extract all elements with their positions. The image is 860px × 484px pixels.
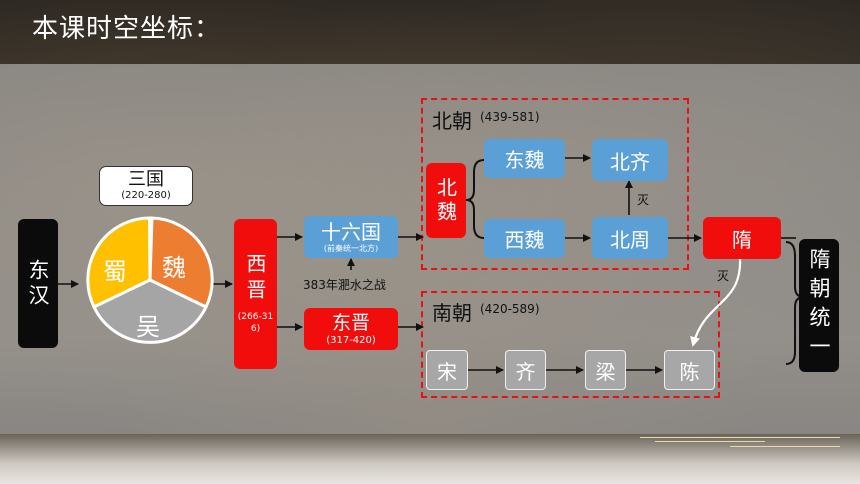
beichao-frame [421, 98, 689, 270]
node-shiliuguo: 十六国 (前秦统一北方) [304, 216, 398, 258]
pie-label-wu: 吴 [136, 313, 160, 341]
pie-label-wei: 魏 [162, 254, 186, 282]
node-dongwei: 东魏 [484, 139, 565, 178]
header-bar: 本课时空坐标： [0, 0, 860, 64]
beichao-years: (439-581) [480, 110, 540, 124]
decorative-line [655, 441, 765, 442]
dongjin-years: (317-420) [326, 334, 376, 346]
shiliuguo-label: 十六国 [321, 220, 381, 244]
mie-label-chen: 灭 [717, 269, 730, 283]
node-donghan: 东汉 [18, 219, 58, 348]
feishui-label: 383年淝水之战 [303, 278, 386, 292]
nanchao-title: 南朝 [432, 301, 472, 325]
bottom-strip [0, 434, 860, 484]
node-sui: 隋 [703, 217, 781, 259]
node-qi: 齐 [505, 350, 546, 390]
mie-label-beiqi: 灭 [637, 193, 650, 207]
arrow-sui-chen [690, 257, 742, 347]
node-beiwei: 北魏 [426, 163, 466, 238]
dongjin-label: 东晋 [331, 311, 370, 334]
beichao-title: 北朝 [432, 109, 472, 133]
decorative-line [730, 446, 840, 447]
node-chen: 陈 [664, 350, 715, 390]
nanchao-years: (420-589) [480, 302, 540, 316]
sanguo-years: (220-280) [121, 190, 171, 201]
node-song: 宋 [426, 350, 468, 390]
node-dongjin: 东晋 (317-420) [304, 308, 398, 350]
node-xiwei: 西魏 [484, 219, 565, 258]
xijin-years: (266-316) [237, 312, 274, 334]
pie-label-shu: 蜀 [103, 258, 127, 286]
sanguo-label: 三国 [128, 169, 164, 190]
page-title: 本课时空坐标： [32, 14, 222, 44]
node-beiqi: 北齐 [592, 139, 668, 181]
node-xijin: 西晋 (266-316) [234, 219, 277, 369]
sanguo-label-box: 三国 (220-280) [99, 166, 193, 206]
node-sui-unify: 隋朝统一 [799, 239, 839, 372]
nanchao-frame [421, 291, 720, 398]
decorative-line [640, 437, 840, 438]
shiliuguo-note: (前秦统一北方) [323, 244, 379, 253]
node-liang: 梁 [585, 350, 626, 390]
xijin-label: 西晋 [243, 253, 267, 305]
node-beizhou: 北周 [592, 217, 668, 259]
brace-beiwei [465, 159, 485, 239]
